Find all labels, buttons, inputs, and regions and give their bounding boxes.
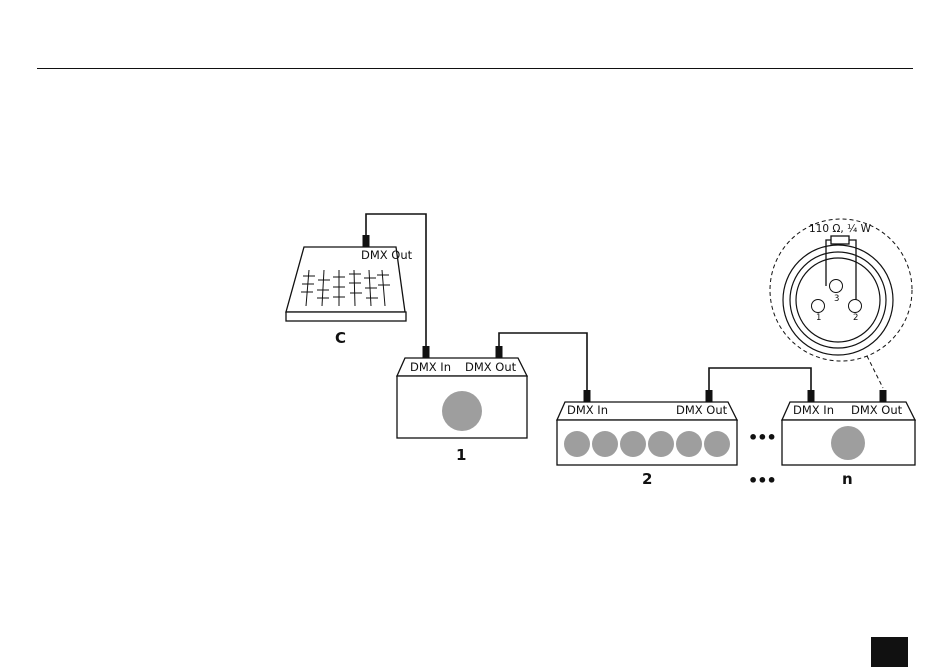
dmx-device-2: DMX In DMX Out 2 [557, 390, 737, 488]
dmx-controller: DMX Out C [286, 235, 413, 347]
terminator-wire-pin-2 [849, 240, 856, 300]
xlr-pin-3 [830, 280, 843, 293]
xlr-pin-2 [849, 300, 862, 313]
device-n-dmx-out-label: DMX Out [851, 403, 903, 417]
device-2-id-label: 2 [642, 470, 652, 488]
device-2-dmx-out-label: DMX Out [676, 403, 728, 417]
device-n-id-label: n [842, 470, 853, 488]
xlr-pin-2-label: 2 [853, 313, 858, 323]
terminator-plug-detail: 1 2 3 110 Ω, ¼ W [770, 219, 912, 388]
dmx-device-n: DMX In DMX Out n [782, 390, 915, 488]
terminator-resistor-label: 110 Ω, ¼ W [809, 223, 872, 235]
cable-device-2-to-device-n [709, 368, 811, 390]
device-1-dmx-out-connector [496, 346, 503, 358]
device-1-lamp [442, 391, 482, 431]
controller-id-label: C [335, 329, 346, 347]
terminator-resistor [831, 236, 849, 244]
device-n-dmx-in-connector [808, 390, 815, 402]
device-1-dmx-in-connector [423, 346, 430, 358]
device-1-dmx-out-label: DMX Out [465, 360, 517, 374]
device-n-dmx-in-label: DMX In [793, 403, 834, 417]
device-1-id-label: 1 [456, 446, 466, 464]
device-n-dmx-out-connector [880, 390, 887, 402]
device-2-dmx-out-connector [706, 390, 713, 402]
xlr-pin-1-label: 1 [816, 313, 821, 323]
device-n-lamp [831, 426, 865, 460]
device-2-dmx-in-connector [584, 390, 591, 402]
device-2-dmx-in-label: DMX In [567, 403, 608, 417]
controller-dmx-out-connector [363, 235, 370, 247]
controller-dmx-out-label: DMX Out [361, 248, 413, 262]
continuation-dots-lower: ••• [748, 471, 776, 490]
xlr-pin-1 [812, 300, 825, 313]
dmx-device-1: DMX In DMX Out 1 [397, 346, 527, 464]
device-1-dmx-in-label: DMX In [410, 360, 451, 374]
page-marker [871, 637, 908, 667]
continuation-dots-upper: ••• [748, 428, 776, 447]
terminator-wire-pin-3 [826, 240, 831, 286]
xlr-pin-3-label: 3 [834, 294, 839, 304]
terminator-callout-leader [867, 356, 883, 388]
